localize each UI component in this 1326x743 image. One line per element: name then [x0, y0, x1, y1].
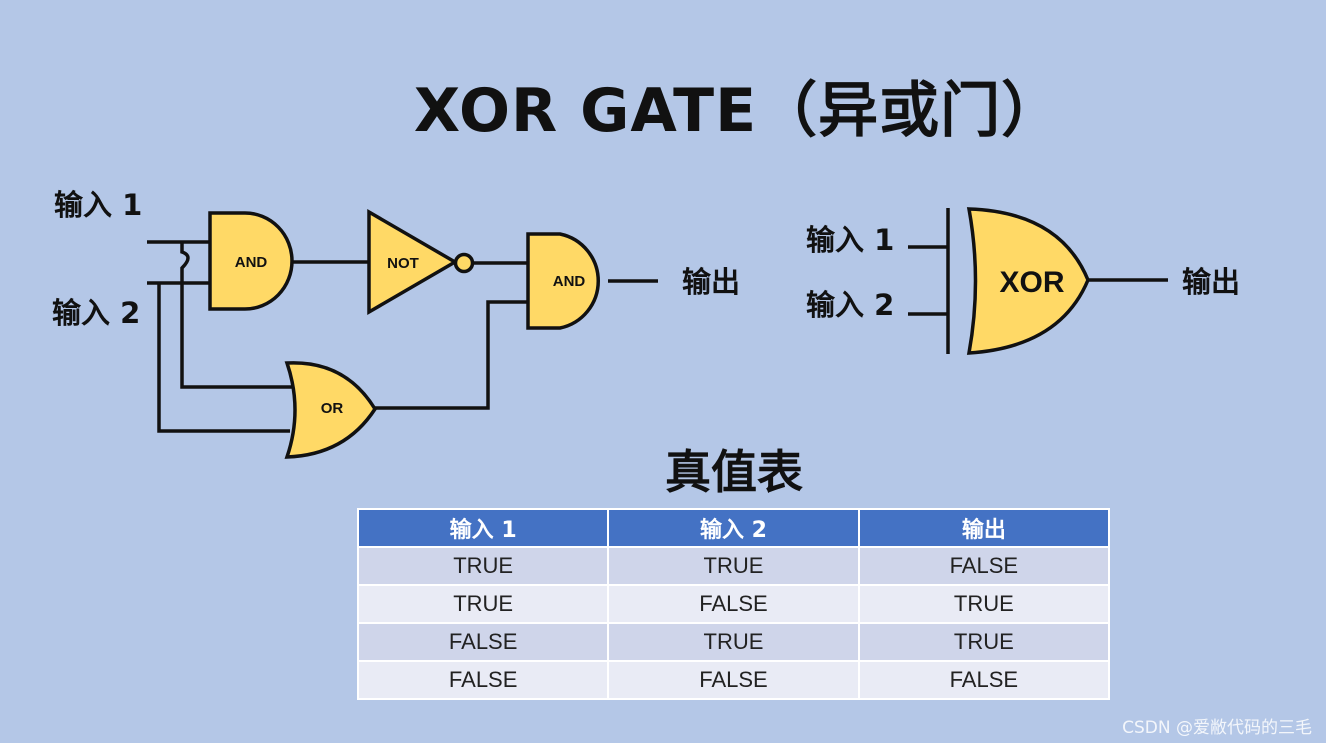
- table-cell: TRUE: [857, 622, 1111, 662]
- table-cell: FALSE: [607, 584, 860, 624]
- header-input1: 输入 1: [356, 508, 610, 548]
- not-bubble: [453, 252, 475, 274]
- table-cell: FALSE: [356, 622, 610, 662]
- header-input2: 输入 2: [607, 508, 860, 548]
- watermark: CSDN @爱敝代码的三毛: [1122, 718, 1312, 738]
- xor-gate-label: XOR: [999, 266, 1064, 299]
- circuit-input1-label: 输入 1: [54, 188, 142, 222]
- truth-table-header-row: 输入 1 输入 2 输出: [356, 508, 1111, 548]
- circuit-wires: [147, 240, 658, 433]
- xor-input1-label: 输入 1: [806, 223, 894, 257]
- or-to-and2-wire: [375, 300, 528, 410]
- table-row: FALSE FALSE FALSE: [356, 660, 1111, 700]
- input2-to-or-wire: [157, 283, 290, 433]
- page-title: XOR GATE（异或门）: [413, 76, 1063, 146]
- table-row: TRUE FALSE TRUE: [356, 584, 1111, 624]
- circuit-output-label: 输出: [682, 265, 740, 299]
- and-gate-1-label: AND: [235, 254, 268, 271]
- table-cell: FALSE: [857, 660, 1111, 700]
- not-gate: NOT: [367, 208, 475, 316]
- xor-output-label: 输出: [1182, 265, 1240, 299]
- table-cell: TRUE: [356, 584, 610, 624]
- and-gate-2: AND: [526, 232, 600, 330]
- table-cell: TRUE: [607, 546, 860, 586]
- table-cell: TRUE: [857, 584, 1111, 624]
- header-output: 输出: [857, 508, 1111, 548]
- circuit-input2-label: 输入 2: [52, 296, 140, 330]
- truth-table: 输入 1 输入 2 输出 TRUE TRUE FALSE TRUE FALSE …: [356, 508, 1111, 700]
- table-row: FALSE TRUE TRUE: [356, 622, 1111, 662]
- or-gate: OR: [284, 361, 378, 459]
- table-cell: TRUE: [356, 546, 610, 586]
- not-gate-label: NOT: [387, 255, 419, 272]
- and-gate-2-label: AND: [553, 273, 586, 290]
- table-cell: FALSE: [356, 660, 610, 700]
- table-cell: FALSE: [607, 660, 860, 700]
- xor-symbol: XOR 输入 1 输入 2 输出: [806, 207, 1240, 355]
- xor-input2-label: 输入 2: [806, 288, 894, 322]
- truth-table-title: 真值表: [665, 445, 803, 499]
- xor-gate: [966, 207, 1090, 355]
- input1-to-or-wire: [180, 242, 292, 389]
- or-gate-label: OR: [321, 400, 344, 417]
- table-cell: TRUE: [607, 622, 860, 662]
- table-row: TRUE TRUE FALSE: [356, 546, 1111, 586]
- table-cell: FALSE: [857, 546, 1111, 586]
- and-gate-1: AND: [208, 211, 294, 311]
